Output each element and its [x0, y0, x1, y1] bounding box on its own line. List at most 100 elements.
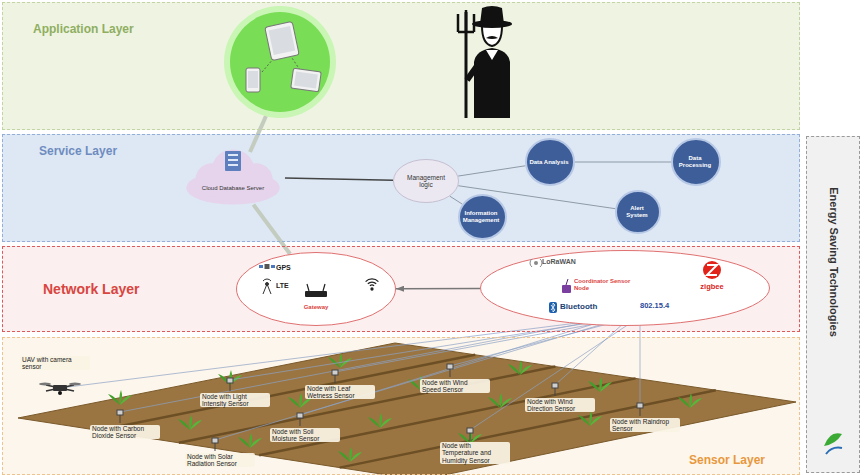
- protocol-label: Bluetooth: [560, 302, 620, 311]
- protocol-label: LoRaWAN: [542, 258, 592, 266]
- logic-ellipse: Management logic: [393, 159, 459, 203]
- sidebar-panel: Energy Saving Technologies: [806, 136, 860, 473]
- text-slot: Energy Saving Technologies: [828, 187, 841, 337]
- text-slot: Application Layer: [33, 23, 203, 37]
- lte-icon: [263, 279, 271, 294]
- tablet-icon: [291, 68, 322, 92]
- connector-line: [575, 162, 671, 163]
- text-slot: Node with Raindrop Sensor: [610, 417, 680, 435]
- text-slot: Node with Carbon Dioxide Sensor: [90, 424, 160, 442]
- sensor-label: Node with Solar Radiation Sensor: [185, 453, 255, 468]
- service-circle: Alert System: [615, 190, 661, 234]
- node-text: Alert System: [619, 205, 655, 219]
- sensor-label: Node with Leaf Wetness Sensor: [305, 385, 375, 400]
- text-slot: Management logic: [401, 174, 451, 189]
- text-slot: Node with Solar Radiation Sensor: [185, 452, 255, 470]
- protocol-label: zigbee: [696, 283, 728, 292]
- ellipse-shape: [616, 191, 660, 233]
- text-slot: Sensor Layer: [689, 454, 789, 468]
- ellipse-shape: [394, 160, 459, 203]
- sidebar-ground: [806, 136, 860, 473]
- layer-band: Application Layer: [2, 2, 800, 130]
- wifi-icon: [366, 279, 379, 290]
- sensor-label: Node with Carbon Dioxide Sensor: [90, 425, 160, 440]
- layer-band: Service LayerCloud Database Server Manage…: [2, 134, 800, 242]
- service-circle: Information Management: [458, 194, 507, 240]
- text-slot: Node with Temperature and Humidity Senso…: [440, 442, 510, 467]
- connector-line: [450, 196, 462, 204]
- layer-ground: [2, 246, 800, 332]
- gateway-router: [305, 284, 327, 297]
- connector-line: [285, 178, 393, 180]
- service-circle: Data Analysis: [525, 138, 575, 186]
- text-slot: Node with Leaf Wetness Sensor: [305, 384, 375, 402]
- sensor-leader-lines: [60, 322, 640, 440]
- tablet-icon: [265, 21, 299, 60]
- text-slot: Node with Wind Direction Sensor: [525, 397, 595, 415]
- bluetooth-logo: [549, 302, 557, 313]
- protocol-label: GPS: [276, 264, 306, 272]
- text-slot: 802.15.4: [640, 302, 690, 311]
- node-text: Cloud Database Server: [197, 185, 269, 192]
- app-halo: [224, 6, 336, 118]
- connector-line: [458, 166, 525, 176]
- lorawan-icon: [530, 259, 542, 267]
- node-text: Data Processing: [675, 155, 715, 169]
- layer-title: Service Layer: [39, 145, 189, 159]
- plants: [108, 353, 702, 462]
- sensor-label: Node with Light Intensity Sensor: [200, 393, 270, 408]
- text-slot: zigbee: [696, 283, 728, 292]
- sensor-posts: [117, 364, 643, 451]
- layer-band: Sensor Layer: [2, 337, 800, 475]
- text-slot: Data Processing: [675, 155, 715, 169]
- sensor-label: Node with Raindrop Sensor: [610, 418, 680, 433]
- text-slot: Gateway: [291, 304, 341, 311]
- text-slot: Node with Light Intensity Sensor: [200, 392, 270, 410]
- text-slot: Alert System: [619, 205, 655, 219]
- text-slot: Coordinator Sensor Node: [574, 278, 636, 292]
- text-slot: Service Layer: [39, 145, 189, 159]
- device-label: Gateway: [291, 304, 341, 311]
- energy-logo: [824, 433, 842, 454]
- layer-title: Application Layer: [33, 23, 203, 37]
- text-slot: Cloud Database Server: [197, 185, 269, 192]
- text-slot: Network Layer: [43, 281, 183, 297]
- sensor-label: Node with Wind Direction Sensor: [525, 398, 595, 413]
- cloud-shape: [186, 149, 280, 204]
- text-slot: GPS: [276, 264, 306, 272]
- ellipse-shape: [481, 251, 770, 326]
- sensor-label: Node with Temperature and Humidity Senso…: [440, 442, 510, 464]
- coordinator-node-icon: [562, 279, 571, 293]
- ellipse-shape: [459, 195, 506, 239]
- farmer-figure: [458, 6, 512, 118]
- node-text: Management logic: [401, 174, 451, 189]
- ellipse-shape: [237, 253, 396, 326]
- layer-ground: [2, 134, 800, 242]
- service-circle: Data Processing: [671, 138, 721, 186]
- server-icon: [225, 151, 241, 171]
- sensor-label: Node with Soil Moisture Sensor: [270, 428, 340, 443]
- layer-title: Sensor Layer: [689, 454, 789, 468]
- text-slot: UAV with camera sensor: [20, 355, 90, 373]
- text-slot: LTE: [276, 282, 306, 290]
- protocol-label: LTE: [276, 282, 306, 290]
- network-ellipse: LoRaWAN zigbee Coordinator Sensor NodeBlue…: [480, 250, 770, 326]
- text-slot: Node with Wind Speed Sensor: [420, 378, 490, 396]
- node-text: Data Analysis: [529, 159, 569, 166]
- layer-band: Network Layer GPS LTE Gateway LoRaWAN zigbee C…: [2, 246, 800, 332]
- device-label: Coordinator Sensor Node: [574, 278, 636, 292]
- text-slot: Node with Soil Moisture Sensor: [270, 427, 340, 445]
- ellipse-shape: [526, 139, 574, 185]
- sensor-label: UAV with camera sensor: [20, 356, 90, 371]
- protocol-label: 802.15.4: [640, 302, 690, 311]
- gps-icon: [259, 264, 275, 269]
- layer-ground: [2, 2, 800, 130]
- layer-title: Network Layer: [43, 281, 183, 297]
- node-text: Information Management: [461, 210, 501, 224]
- uav-drone: [39, 383, 81, 396]
- text-slot: Bluetooth: [560, 302, 620, 311]
